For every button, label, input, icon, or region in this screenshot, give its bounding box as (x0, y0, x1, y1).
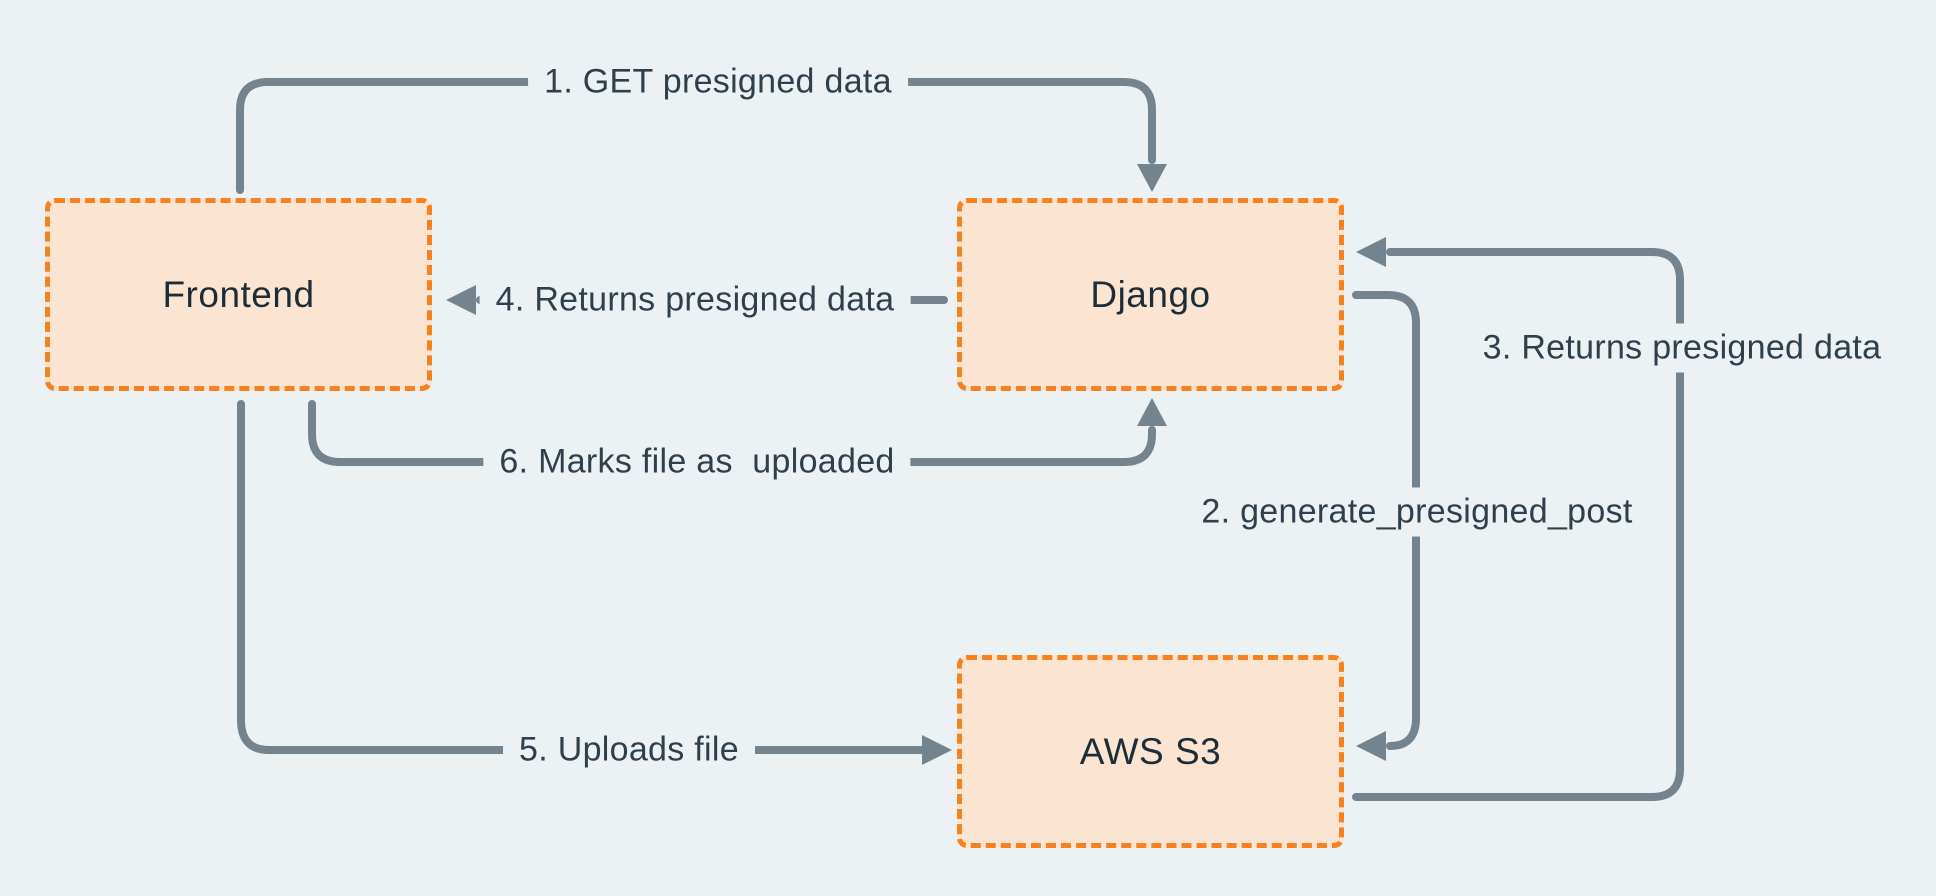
edge-2-label: 2. generate_presigned_post (1185, 487, 1649, 537)
edge-3-path (1352, 248, 1684, 801)
node-aws-s3-label: AWS S3 (1079, 730, 1222, 772)
edge-1-label: 1. GET presigned data (528, 57, 908, 107)
edge-1-arrowhead (1137, 164, 1167, 192)
edge-6-arrowhead (1137, 398, 1167, 426)
edge-3-arrowhead (1356, 237, 1386, 267)
edge-2-arrowhead (1356, 731, 1386, 761)
edge-3 (1352, 237, 1684, 801)
node-frontend-label: Frontend (162, 273, 315, 315)
edge-5-path (237, 400, 926, 754)
edge-3-label: 3. Returns presigned data (1466, 323, 1898, 373)
edge-2 (1352, 291, 1420, 761)
edge-5-label: 5. Uploads file (503, 725, 755, 775)
node-django-label: Django (1090, 273, 1211, 315)
edge-6-label: 6. Marks file as uploaded (483, 437, 911, 487)
node-aws-s3: AWS S3 (957, 655, 1344, 848)
node-frontend: Frontend (45, 198, 432, 391)
edge-4-label: 4. Returns presigned data (479, 275, 911, 325)
edge-4-arrowhead (446, 285, 476, 315)
node-django: Django (957, 198, 1344, 391)
edge-2-path (1352, 291, 1420, 750)
edge-5-arrowhead (922, 735, 952, 765)
edge-5 (237, 400, 952, 765)
